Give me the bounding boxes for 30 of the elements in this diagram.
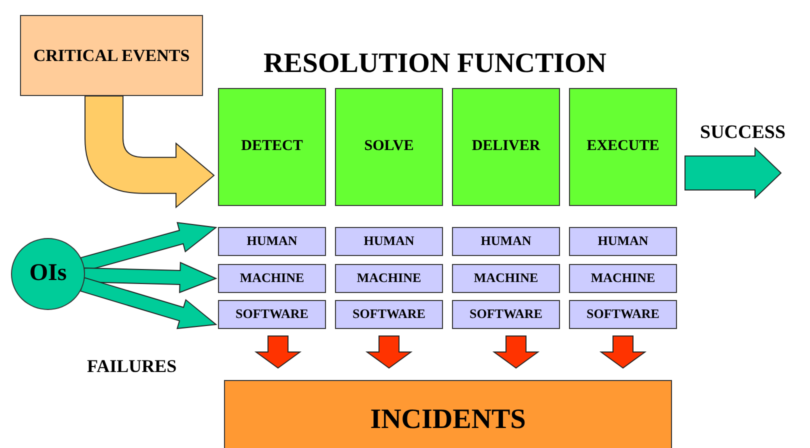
capability-box: MACHINE: [569, 264, 677, 293]
edge-label: SUCCESS: [700, 122, 786, 144]
capability-box: HUMAN: [452, 227, 560, 256]
block-arrow: [684, 146, 782, 200]
block-arrow: [492, 336, 540, 369]
block-arrow: [80, 277, 218, 330]
capability-box: SOFTWARE: [218, 300, 326, 329]
stage-box: SOLVE: [335, 88, 443, 206]
stage-box: EXECUTE: [569, 88, 677, 206]
capability-box: SOFTWARE: [335, 300, 443, 329]
capability-box: SOFTWARE: [569, 300, 677, 329]
stage-box: DETECT: [218, 88, 326, 206]
block-arrow: [83, 262, 218, 294]
capability-box: HUMAN: [335, 227, 443, 256]
diagram-title: RESOLUTION FUNCTION: [262, 48, 608, 80]
event-box: CRITICAL EVENTS: [20, 15, 203, 96]
capability-box: SOFTWARE: [452, 300, 560, 329]
capability-box: HUMAN: [569, 227, 677, 256]
incident-box: INCIDENTS: [224, 380, 672, 448]
block-arrow: [254, 336, 302, 369]
failures-label: FAILURES: [87, 356, 177, 377]
block-arrow: [599, 336, 647, 369]
capability-box: MACHINE: [452, 264, 560, 293]
capability-box: MACHINE: [218, 264, 326, 293]
capability-box: HUMAN: [218, 227, 326, 256]
stage-box: DELIVER: [452, 88, 560, 206]
capability-box: MACHINE: [335, 264, 443, 293]
block-arrow: [365, 336, 413, 369]
oi-circle: OIs: [11, 238, 85, 310]
block-arrow: [84, 96, 214, 208]
